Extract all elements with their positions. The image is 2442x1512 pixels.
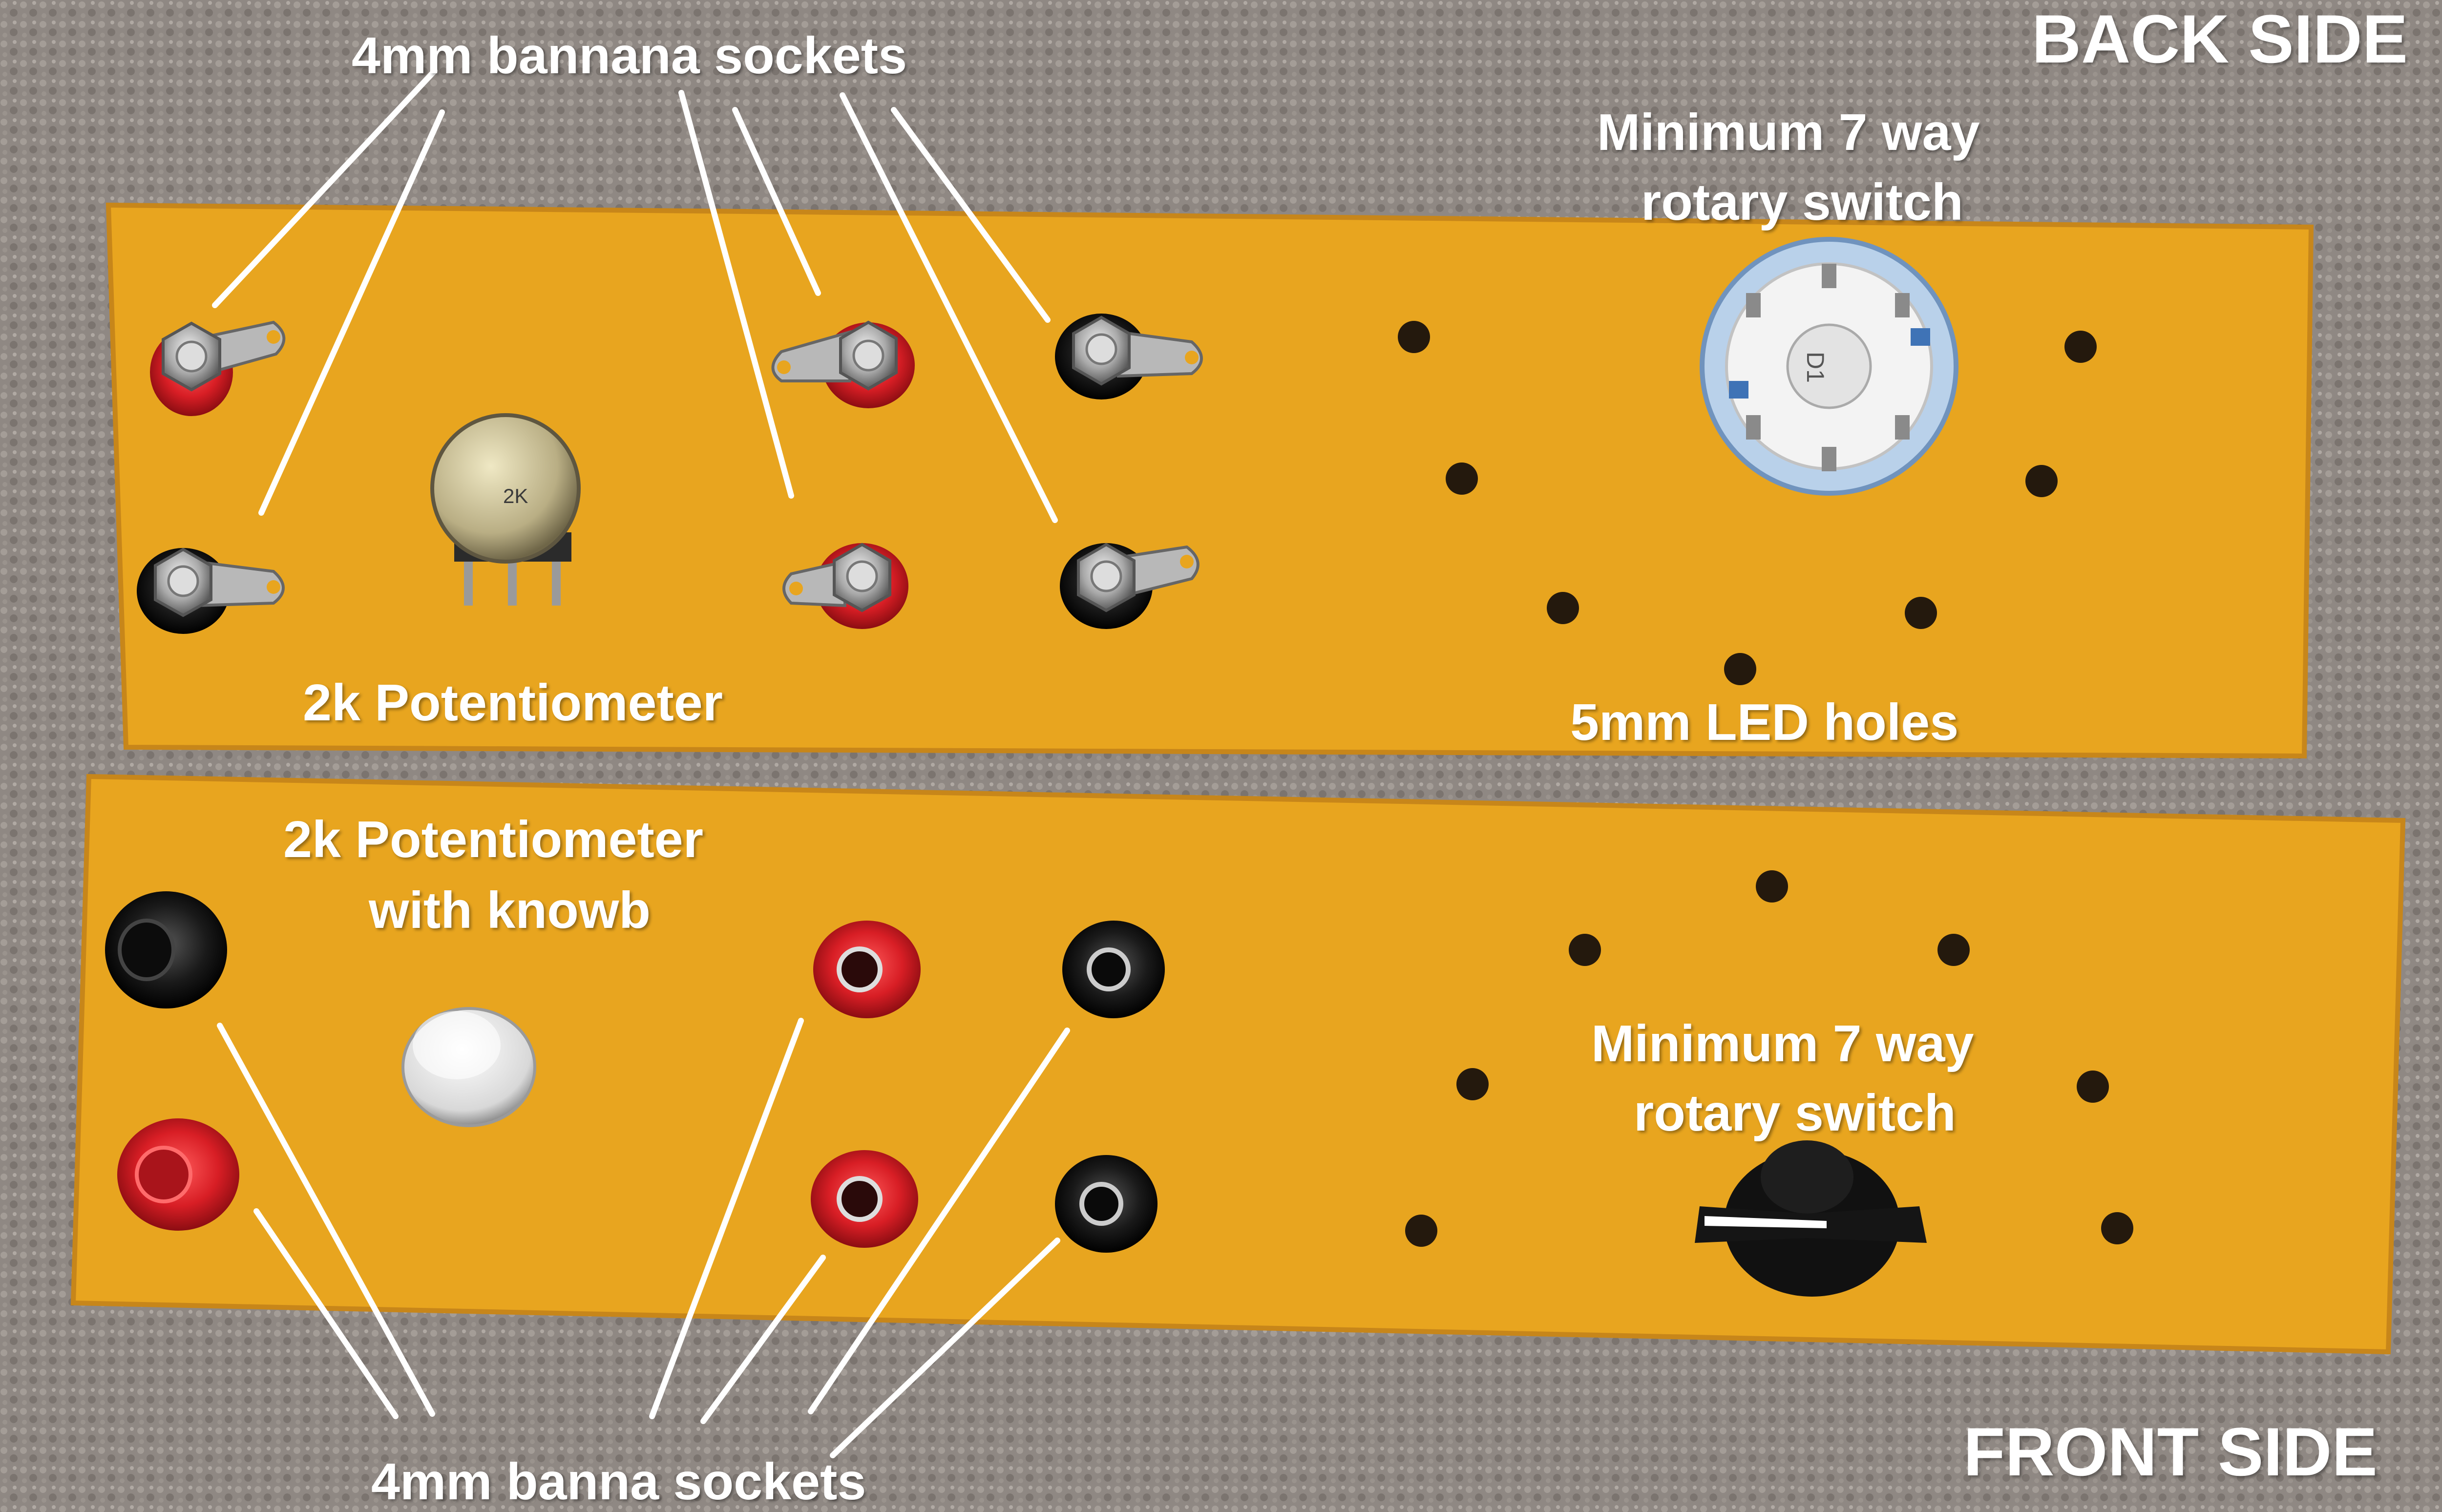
back-socket-5 bbox=[1055, 314, 1203, 399]
front-rotary-switch-knob bbox=[1695, 1140, 1927, 1297]
led-hole bbox=[2101, 1212, 2133, 1244]
leader-line bbox=[700, 1255, 826, 1424]
leader-line bbox=[808, 1028, 1070, 1414]
front-socket-1 bbox=[105, 891, 227, 1008]
front-switch-label-line1: Minimum 7 way bbox=[1591, 1015, 1974, 1072]
back-side-label: BACK SIDE bbox=[2032, 0, 2408, 77]
leader-line bbox=[732, 107, 821, 296]
leader-line bbox=[253, 1208, 399, 1419]
front-pot-label-line1: 2k Potentiometer bbox=[283, 811, 704, 868]
front-potentiometer-knob bbox=[401, 1007, 536, 1127]
front-switch-label-line2: rotary switch bbox=[1634, 1084, 1956, 1142]
front-socket-3 bbox=[813, 921, 921, 1018]
led-holes-label: 5mm LED holes bbox=[1570, 693, 1959, 751]
leader-line bbox=[649, 1018, 804, 1419]
front-side-label: FRONT SIDE bbox=[1963, 1413, 2378, 1490]
leader-line bbox=[891, 107, 1051, 323]
led-hole bbox=[1456, 1068, 1489, 1100]
front-led-holes bbox=[1405, 870, 2133, 1247]
back-socket-2 bbox=[137, 547, 285, 634]
leader-line bbox=[258, 109, 445, 516]
back-sockets-label: 4mm bannana sockets bbox=[352, 27, 907, 84]
switch-marking: D1 bbox=[1802, 352, 1829, 383]
led-hole bbox=[1724, 653, 1756, 685]
back-socket-4 bbox=[782, 543, 908, 629]
leader-line bbox=[830, 1238, 1060, 1458]
front-socket-2 bbox=[117, 1118, 239, 1231]
back-switch-label-line2: rotary switch bbox=[1641, 173, 1963, 231]
led-hole bbox=[1937, 934, 1970, 966]
leader-line bbox=[217, 1023, 435, 1417]
led-hole bbox=[1405, 1215, 1437, 1247]
back-led-holes bbox=[1398, 321, 2097, 685]
front-pot-label-line2: with knowb bbox=[369, 882, 651, 939]
led-hole bbox=[2025, 465, 2058, 497]
back-socket-6 bbox=[1060, 543, 1200, 629]
leader-line bbox=[212, 68, 438, 308]
led-hole bbox=[1547, 592, 1579, 624]
pot-value-marking: 2K bbox=[503, 484, 528, 507]
back-socket-3 bbox=[771, 320, 915, 408]
back-socket-1 bbox=[150, 320, 286, 416]
led-hole bbox=[2064, 331, 2097, 363]
led-hole bbox=[1569, 934, 1601, 966]
front-socket-6 bbox=[1055, 1155, 1158, 1253]
led-hole bbox=[2077, 1071, 2109, 1103]
leader-lines bbox=[212, 68, 1070, 1458]
leader-line bbox=[840, 92, 1058, 523]
led-hole bbox=[1446, 462, 1478, 495]
back-potentiometer: 2K bbox=[430, 413, 581, 606]
led-hole bbox=[1905, 597, 1937, 629]
back-pot-label: 2k Potentiometer bbox=[303, 674, 723, 732]
leader-line bbox=[678, 90, 794, 499]
back-rotary-switch: D1 bbox=[1700, 237, 1958, 496]
front-socket-5 bbox=[811, 1150, 918, 1248]
led-hole bbox=[1398, 321, 1430, 353]
front-socket-4 bbox=[1062, 921, 1165, 1018]
led-hole bbox=[1756, 870, 1788, 903]
back-switch-label-line1: Minimum 7 way bbox=[1597, 104, 1980, 161]
front-sockets-label: 4mm banna sockets bbox=[371, 1453, 866, 1511]
